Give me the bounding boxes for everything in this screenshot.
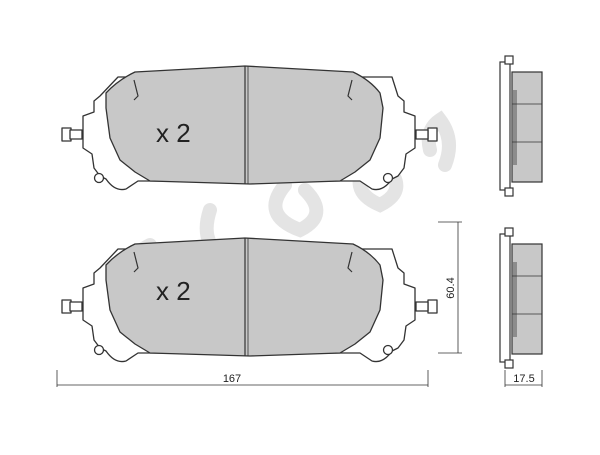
height-dimension: [438, 221, 462, 354]
height-dimension-label: 60.4: [445, 277, 457, 298]
brake-pad-bottom: [61, 227, 543, 369]
bottom-quantity-label: x 2: [156, 276, 191, 306]
brake-pad-top: [61, 55, 543, 197]
width-dimension: [56, 370, 429, 387]
width-dimension-label: 167: [223, 373, 241, 385]
thickness-dimension: [504, 370, 543, 387]
top-quantity-label: x 2: [156, 118, 191, 148]
thickness-dimension-label: 17.5: [513, 373, 534, 385]
